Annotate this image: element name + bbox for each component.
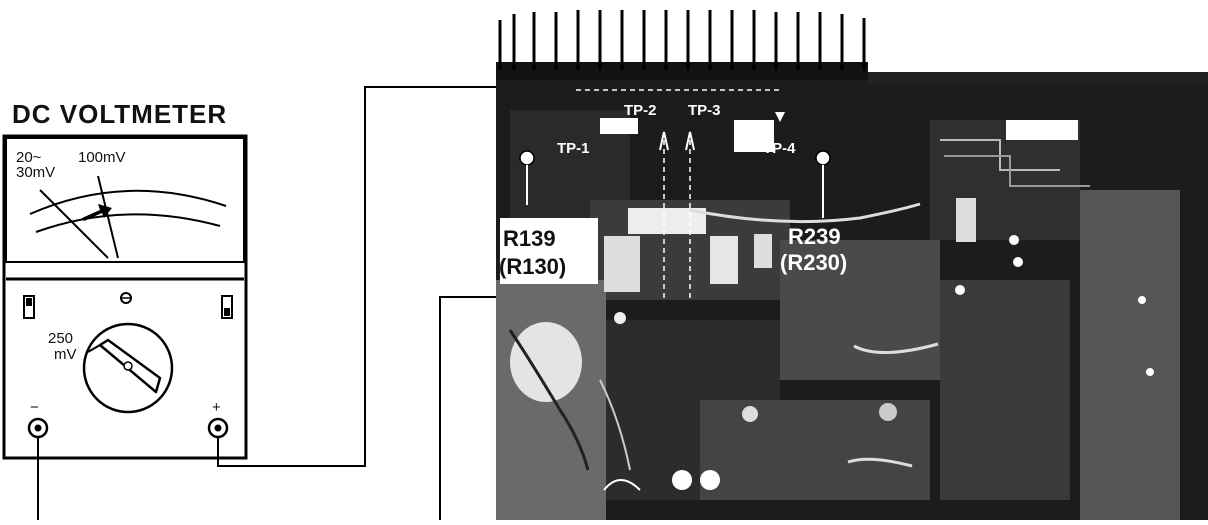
tp-1-label: TP-1 (557, 140, 590, 157)
range-value: 250 (48, 330, 73, 347)
resistor-left-alt-label: (R130) (499, 254, 566, 279)
tp-1-post (519, 150, 535, 166)
scale-mark-1-bottom: 30mV (16, 164, 55, 181)
tp-2-probe (659, 131, 669, 151)
scale-leader-2 (97, 175, 119, 259)
tp-4-label: TP-4 (763, 140, 796, 157)
tp-2-label: TP-2 (624, 102, 657, 119)
tp-3-probe (685, 131, 695, 151)
circuit-board-photo: TP-1 TP-2 TP-3 TP-4 R139 (R130) R239 (R2… (496, 10, 1208, 520)
range-unit: mV (54, 346, 77, 363)
scale-arc-outer (29, 189, 227, 215)
scale-arc-inner (35, 213, 221, 233)
terminal-positive-label: + (212, 399, 221, 416)
voltmeter: 20~ 30mV 100mV 250 mV − + (2, 134, 248, 460)
scale-mark-2: 100mV (78, 149, 126, 166)
tp-4-post (815, 150, 831, 166)
tp-3-label: TP-3 (688, 102, 721, 119)
heat-sink (496, 10, 868, 80)
meter-title: DC VOLTMETER (12, 99, 227, 129)
scale-mark-1-top: 20~ (16, 149, 42, 166)
terminal-negative-label: − (30, 399, 39, 416)
resistor-right-alt-label: (R230) (780, 250, 847, 275)
needle-arrow (82, 204, 112, 221)
switch-left[interactable] (23, 295, 35, 319)
switch-right[interactable] (221, 295, 233, 319)
resistor-right-label: R239 (788, 224, 841, 249)
scale-leader-1 (39, 189, 109, 259)
resistor-left-label: R139 (503, 226, 556, 251)
